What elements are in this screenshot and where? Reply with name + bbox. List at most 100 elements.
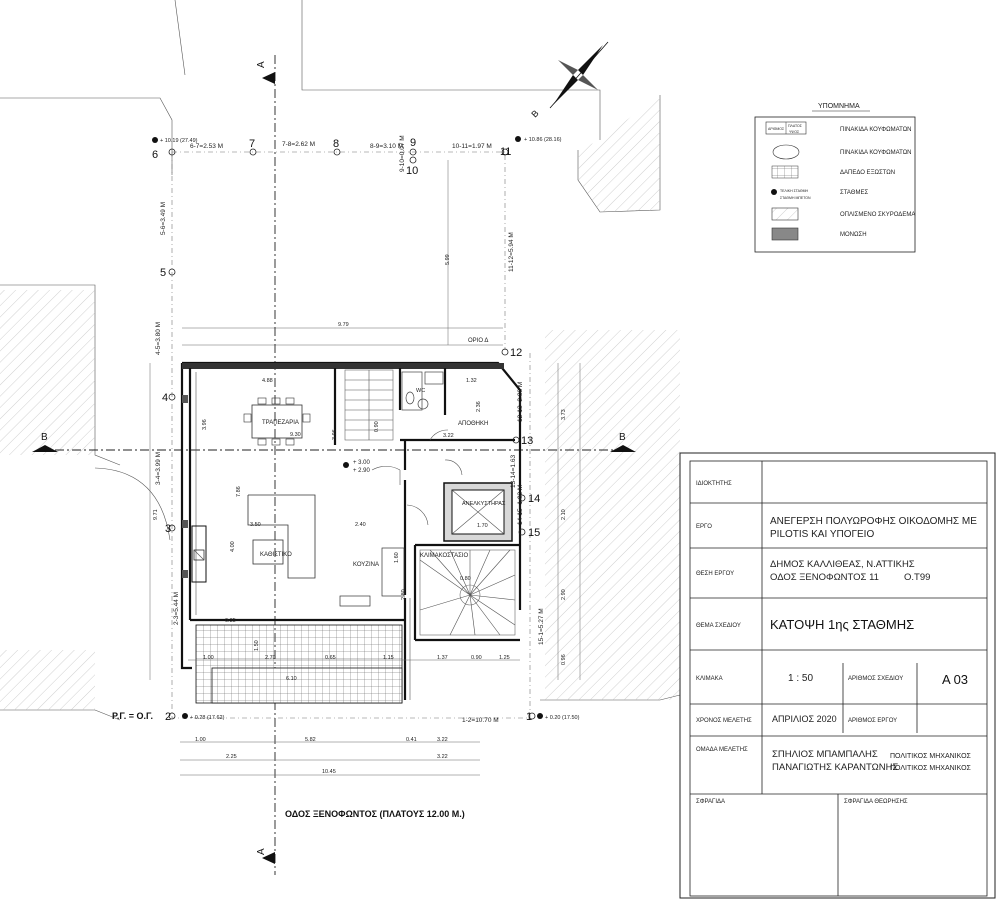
dim-3-73: 3.73 xyxy=(561,409,567,420)
section-axes xyxy=(55,55,615,875)
dim-10-45: 10.45 xyxy=(322,769,336,775)
room-dining: ΤΡΑΠΕΖΑΡΙΑ xyxy=(262,420,299,426)
room-labels: ΤΡΑΠΕΖΑΡΙΑ ΑΠΟΘΗΚΗ ΑΝΕΛΚΥΣΤΗΡΑΣ ΚΑΘΙΣΤΙΚ… xyxy=(260,338,506,568)
dim-1-50: 1.50 xyxy=(254,640,260,651)
location-line-1: ΔΗΜΟΣ ΚΑΛΛΙΘΕΑΣ, Ν.ΑΤΤΙΚΗΣ xyxy=(770,559,915,570)
dim-2-90: 2.90 xyxy=(561,589,567,600)
segment-11-12: 11-12=5.94 M xyxy=(508,232,515,272)
legend-item-4: ΣΤΑΘΜΕΣ xyxy=(840,190,868,196)
level-markers: + 10.19 (27.49) + 10.86 (28.16) + 0.28 (… xyxy=(152,136,580,721)
section-a-bottom-label: Α xyxy=(256,848,267,855)
kitchen-counter xyxy=(339,547,405,607)
dim-bottom-1-00: 1.00 xyxy=(195,737,206,743)
building-walls xyxy=(180,361,522,700)
room-wc: WC xyxy=(416,388,425,394)
legend-sub-width: ΠΛΑΤΟΣ xyxy=(788,124,803,128)
level-point-2: + 0.28 (17.62) xyxy=(190,715,225,721)
dim-4-88: 4.88 xyxy=(262,378,273,384)
section-b-right-label: Β xyxy=(619,432,626,443)
location-line-2: ΟΔΟΣ ΞΕΝΟΦΩΝΤΟΣ 11 xyxy=(770,572,879,583)
dim-5-82: 5.82 xyxy=(305,737,316,743)
dim-1-60: 1.60 xyxy=(394,552,400,563)
plot-boundary xyxy=(171,151,531,719)
dim-row2-3-22: 3.22 xyxy=(437,754,448,760)
dim-7-86: 7.86 xyxy=(236,486,242,497)
stamp-label: ΣΦΡΑΓΙΔΑ xyxy=(696,799,725,805)
section-a-top-label: Α xyxy=(256,61,267,68)
point-14: 14 xyxy=(528,493,540,505)
dining-table xyxy=(243,397,311,446)
dim-2-36: 2.36 xyxy=(476,401,482,412)
dim-0-80: 0.80 xyxy=(460,576,471,582)
title-block: ΙΔΙΟΚΤΗΤΗΣ ΕΡΓΟ ΑΝΕΓΕΡΣΗ ΠΟΛΥΩΡΟΦΗΣ ΟΙΚΟ… xyxy=(679,452,996,899)
staircase xyxy=(344,369,516,636)
doors xyxy=(371,429,463,526)
legend-item-5: ΟΠΛΙΣΜΕΝΟ ΣΚΥΡΟΔΕΜΑ xyxy=(840,212,915,218)
boundary-label: ΟΡΙΟ Δ xyxy=(468,338,488,344)
subject-value: ΚΑΤΟΨΗ 1ης ΣΤΑΘΜΗΣ xyxy=(770,617,914,632)
dim-0-90-stair: 0.90 xyxy=(374,421,380,432)
dim-9-71: 9.71 xyxy=(153,509,159,520)
room-elevator: ΑΝΕΛΚΥΣΤΗΡΑΣ xyxy=(462,501,506,507)
project-line-2: PILOTIS ΚΑΙ ΥΠΟΓΕΙΟ xyxy=(770,529,874,540)
dim-6-10: 6.10 xyxy=(286,676,297,682)
segment-14-15: 14-15=1.03 M xyxy=(517,485,524,525)
owner-label: ΙΔΙΟΚΤΗΤΗΣ xyxy=(696,481,732,487)
project-label: ΕΡΓΟ xyxy=(696,524,712,530)
room-storage: ΑΠΟΘΗΚΗ xyxy=(458,421,488,427)
point-4: 4 xyxy=(162,392,168,404)
dim-2-25: 2.25 xyxy=(226,754,237,760)
point-7: 7 xyxy=(249,138,255,150)
date-label: ΧΡΟΝΟΣ ΜΕΛΕΤΗΣ xyxy=(696,718,752,724)
point-15: 15 xyxy=(528,527,540,539)
street-label: ΟΔΟΣ ΞΕΝΟΦΩΝΤΟΣ (ΠΛΑΤΟΥΣ 12.00 Μ.) xyxy=(285,809,465,819)
point-13: 13 xyxy=(521,435,533,447)
team-label: ΟΜΑΔΑ ΜΕΛΕΤΗΣ xyxy=(696,747,748,753)
dim-bottom-3-22: 3.22 xyxy=(437,737,448,743)
section-markers: Α Α Β Β xyxy=(32,61,636,864)
dim-0-65: 0.65 xyxy=(325,655,336,661)
level-point-11: + 10.86 (28.16) xyxy=(524,137,562,143)
point-8: 8 xyxy=(333,138,339,150)
dim-1-15: 1.15 xyxy=(383,655,394,661)
legend-title: ΥΠΟΜΝΗΜΑ xyxy=(818,103,860,110)
legend-item-1: ΠΙΝΑΚΙΔΑ ΚΟΥΦΩΜΑΤΩΝ xyxy=(840,127,912,133)
level-stair-top: + 3.00 xyxy=(353,460,371,466)
segment-5-6: 5-6=3.49 M xyxy=(160,202,167,235)
dim-9-30: 9.30 xyxy=(290,432,301,438)
dim-2-10: 2.10 xyxy=(561,509,567,520)
point-9: 9 xyxy=(410,137,416,149)
legend-sub-number: ΑΡΙΘΜΟΣ xyxy=(768,127,785,131)
dim-0-96: 0.96 xyxy=(561,654,567,665)
segment-2-3: 2-3=5.44 M xyxy=(173,592,180,625)
segment-6-7: 6-7=2.53 M xyxy=(190,143,223,150)
north-arrow-icon xyxy=(549,41,609,109)
building-line-label: Ρ.Γ. = Ο.Γ. xyxy=(112,711,153,721)
wc-fixtures xyxy=(401,371,444,411)
level-point-1: + 0.20 (17.50) xyxy=(545,715,580,721)
dim-3-96-left: 3.96 xyxy=(202,419,208,430)
dim-3-22: 3.22 xyxy=(443,433,454,439)
dim-1-37: 1.37 xyxy=(437,655,448,661)
segment-1-2: 1-2=10.70 M xyxy=(462,717,499,724)
dim-1-25: 1.25 xyxy=(499,655,510,661)
neighbour-outlines xyxy=(0,0,701,721)
room-living: ΚΑΘΙΣΤΙΚΟ xyxy=(260,552,292,558)
boundary-points xyxy=(168,148,536,720)
stamp-approval-label: ΣΦΡΑΓΙΔΑ ΘΕΩΡΗΣΗΣ xyxy=(844,799,908,805)
dim-0-90: 0.90 xyxy=(471,655,482,661)
point-5: 5 xyxy=(160,267,166,279)
dim-5-99: 5.99 xyxy=(445,254,451,265)
elevator-shaft xyxy=(443,482,513,542)
segment-7-8: 7-8=2.62 M xyxy=(282,141,315,148)
legend-sub-height: ΥΨΟΣ xyxy=(789,130,800,134)
level-point-6: + 10.19 (27.49) xyxy=(160,138,198,144)
point-1: 1 xyxy=(526,711,532,723)
drawing-number-value: Α 03 xyxy=(942,672,968,687)
legend-sub-concrete-level: ΣΤΑΘΜΗ ΜΠΕΤΟΝ xyxy=(780,196,811,200)
legend-sub-final-level: ΤΕΛΙΚΗ ΣΤΑΘΜΗ xyxy=(780,189,809,193)
point-3: 3 xyxy=(165,523,171,535)
dim-3-96: 3.96 xyxy=(332,429,338,440)
subject-label: ΘΕΜΑ ΣΧΕΔΙΟΥ xyxy=(696,623,741,629)
